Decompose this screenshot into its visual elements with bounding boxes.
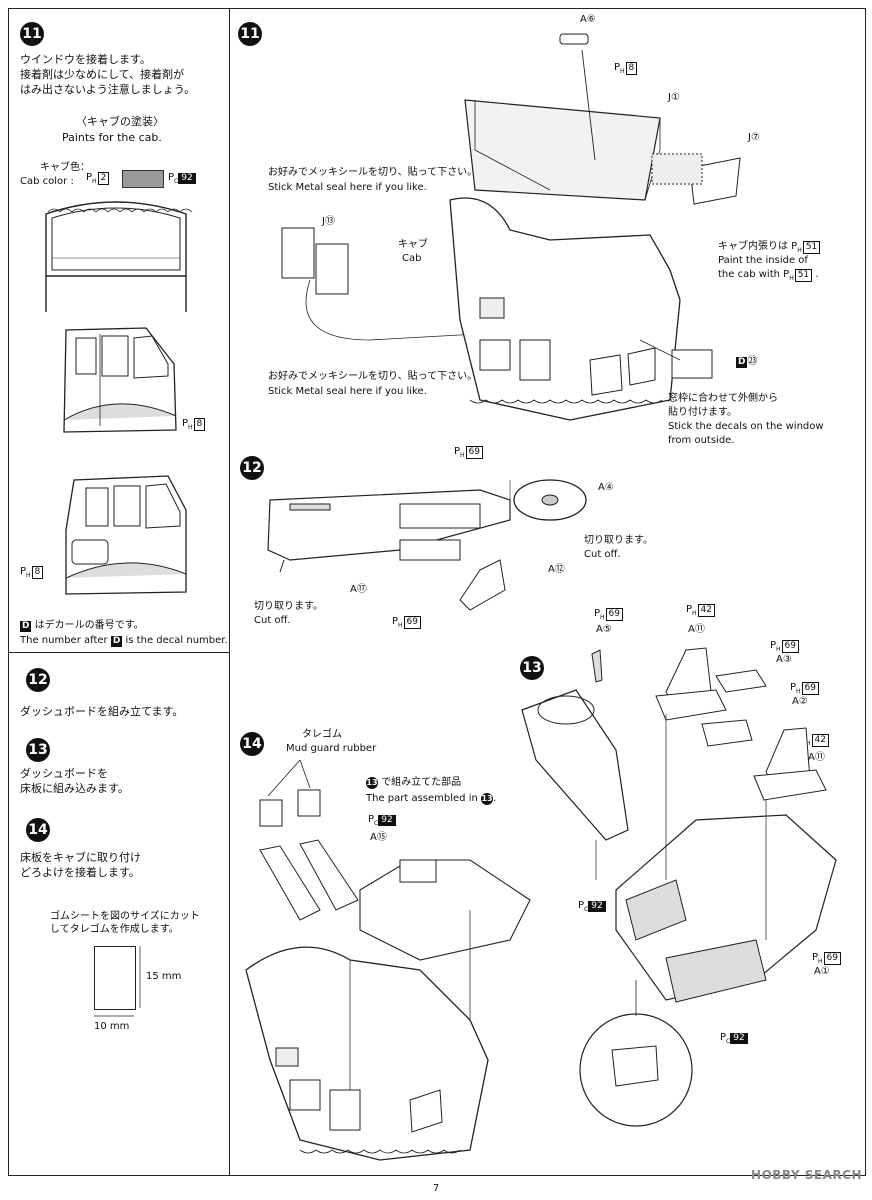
part-a11-top: A⑪ [688,624,705,635]
part-a12: A⑫ [548,564,565,575]
dim-height: 15 mm [146,971,182,982]
step-11-text-1: ウインドウを接着します。 [20,53,151,66]
step-14-badge: 14 [26,818,50,842]
part-a6: A⑥ [580,14,596,25]
rubber-note-2: してタレゴムを作成します。 [50,924,179,935]
mud-rubber-jp: タレゴム [302,729,342,740]
step-12-badge: 12 [26,668,50,692]
cut-off-1-en: Cut off. [584,549,621,560]
divider-1 [8,652,230,653]
windshield-frame-drawing [45,201,193,312]
step-13-text-2: 床板に組み込みます。 [20,782,129,795]
diagram-step-12-badge: 12 [240,456,264,480]
cab-label-en: Cab [402,253,422,264]
step-13-text-1: ダッシュボードを [20,767,108,780]
part-j7: J⑦ [748,132,760,143]
metal-seal-1-en: Stick Metal seal here if you like. [268,182,427,193]
step-11-text-3: はみ出さないよう注意しましょう。 [20,83,196,96]
part-a1: A① [814,966,830,977]
window-decal-en-2: from outside. [668,435,735,446]
part-a5: A⑤ [596,624,612,635]
diagram-step-13-badge: 13 [520,656,544,680]
rubber-dimension-lines [94,946,141,1017]
step-13-ref-badge: 13 [366,777,378,789]
diagram-step-11-badge: 11 [238,22,262,46]
step-14-text-1: 床板をキャブに取り付け [20,851,141,864]
cab-color-swatch [122,170,164,188]
metal-seal-2-en: Stick Metal seal here if you like. [268,386,427,397]
right-diagram-area [230,8,866,1176]
paint-title-en: Paints for the cab. [62,131,162,144]
part-a17: A⑰ [350,584,367,595]
cab-floor-assembly-drawing [245,759,531,1161]
cut-off-2-jp: 切り取ります。 [254,601,323,612]
metal-seal-1-jp: お好みでメッキシールを切り、貼って下さい。 [268,167,478,178]
window-decal-jp-1: 窓枠に合わせて外側から [668,393,778,404]
decal-note-jp: D はデカールの番号です。 [20,620,144,632]
left-instruction-column [8,8,230,1176]
part-j1: J① [668,92,680,103]
floor-assembly-drawing [521,647,837,1127]
cut-off-2-en: Cut off. [254,615,291,626]
diagram-step-14-badge: 14 [240,732,264,756]
window-decal-jp-2: 貼り付けます。 [668,407,737,418]
cab-side-view-a [63,327,177,433]
dashboard-drawing [267,479,587,611]
part-a4: A④ [598,482,614,493]
part-a11-bottom: A⑪ [808,752,825,763]
part-a3: A③ [776,654,792,665]
inside-paint-en-1: Paint the inside of [718,255,808,266]
rubber-sheet-template [94,946,136,1010]
step-11-badge: 11 [20,22,44,46]
page-number: 7 [432,1183,440,1194]
cut-off-1-jp: 切り取ります。 [584,535,653,546]
rubber-note-1: ゴムシートを図のサイズにカット [50,911,200,922]
step-13-badge: 13 [26,738,50,762]
window-decal-en-1: Stick the decals on the window [668,421,824,432]
dim-width: 10 mm [94,1021,130,1032]
step-14-text-2: どろよけを接着します。 [20,866,140,879]
decal-note-en: The number after D is the decal number. [20,635,228,647]
step-11-text-2: 接着剤は少なめにして、接着剤が [20,68,185,81]
part-a15: A⑮ [370,832,387,843]
metal-seal-2-jp: お好みでメッキシールを切り、貼って下さい。 [268,371,478,382]
part-a2: A② [792,696,808,707]
cab-label-jp: キャブ [398,239,428,250]
paint-title-jp: 〈キャブの塗装〉 [76,115,164,128]
part-j13: J⑬ [322,216,335,227]
cab-color-en: Cab color : [20,176,74,187]
part13-jp: 13 で組み立てた部品 [366,777,462,789]
cab-color-jp: キャブ色： [40,162,90,173]
cab-side-view-b [65,475,187,595]
step-12-text: ダッシュボードを組み立てます。 [20,705,184,718]
cab-exploded-drawing [281,49,741,421]
mud-rubber-en: Mud guard rubber [286,743,377,754]
part13-en: The part assembled in 13. [366,793,497,805]
part-a6-drawing [559,33,589,45]
watermark: HOBBY SEARCH [751,1168,862,1182]
